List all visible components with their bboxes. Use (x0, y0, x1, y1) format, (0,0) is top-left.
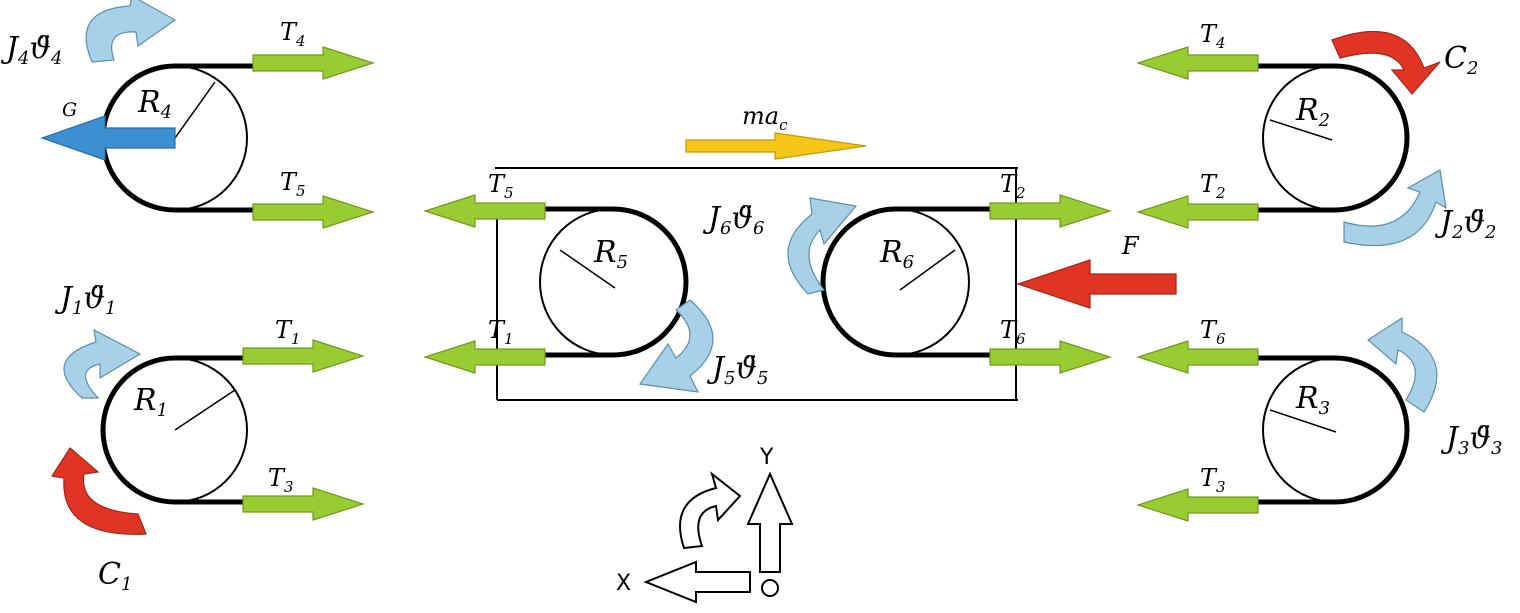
pulley-3 (1255, 355, 1410, 505)
inertia-arc-J3 (1366, 316, 1438, 413)
label-R1: R1 (133, 383, 168, 421)
rotation-arrow (679, 471, 742, 550)
tension-arrow-T3-left (242, 487, 364, 521)
label-F: F (1121, 232, 1140, 260)
inertia-arc-J5 (638, 299, 714, 393)
tension-arrow-T4-right (1137, 46, 1259, 80)
label-T3-left: T3 (268, 464, 294, 496)
label-R6: R6 (879, 235, 914, 273)
label-J2: J2ϑ̈2 (1434, 205, 1496, 243)
label-T3-right: T3 (1200, 464, 1226, 496)
origin-circle (761, 579, 779, 597)
pulley-6 (820, 206, 995, 358)
coordinate-axes (643, 471, 794, 604)
label-J6: J6ϑ̈6 (702, 201, 764, 239)
label-T1-left: T1 (275, 316, 301, 348)
couple-arc-C1 (51, 447, 147, 535)
label-R5: R5 (593, 235, 628, 273)
label-G: G (62, 99, 77, 121)
tension-arrow-T5-center (424, 194, 546, 228)
label-R3: R3 (1295, 381, 1330, 419)
tension-arrow-T1-left (242, 339, 364, 373)
tension-arrow-T3-right (1137, 488, 1259, 522)
label-T6-center: T6 (1000, 316, 1026, 348)
gravity-arrow-G (40, 115, 176, 161)
tension-arrow-T6-center (989, 340, 1111, 374)
inertia-arc-J1 (63, 328, 142, 399)
label-T2-right: T2 (1200, 170, 1226, 202)
label-C2: C2 (1444, 41, 1478, 79)
pulley-1 (100, 355, 248, 505)
label-T2-center: T2 (1000, 170, 1026, 202)
label-T1-center: T1 (488, 316, 514, 348)
label-R4: R4 (137, 85, 172, 123)
inertial-force-arrow (685, 132, 867, 160)
label-T5-left: T5 (280, 168, 306, 200)
inertia-arc-J2 (1343, 169, 1447, 247)
label-ma-c: mac (742, 102, 788, 134)
tension-arrow-T1-center (424, 340, 546, 374)
label-T6-right: T6 (1200, 316, 1226, 348)
tension-arrow-T4-left (252, 46, 374, 80)
inertia-arc-J6 (787, 197, 858, 295)
tension-arrow-T5-left (252, 195, 374, 229)
tension-arrow-T6-right (1137, 340, 1259, 374)
label-J4: J4ϑ̈4 (0, 31, 62, 69)
label-J5: J5ϑ̈5 (706, 351, 768, 389)
label-R2: R2 (1295, 93, 1330, 131)
label-J3: J3ϑ̈3 (1440, 421, 1502, 459)
inertia-arc-J4 (85, 0, 177, 63)
label-T4-right: T4 (1200, 20, 1226, 52)
x-axis-arrow (643, 560, 751, 604)
label-axis-y: Y (759, 445, 774, 470)
couple-arc-C2 (1331, 30, 1441, 95)
label-axis-x: X (616, 571, 631, 596)
label-T4-left: T4 (280, 18, 306, 50)
label-T5-center: T5 (488, 170, 514, 202)
tension-arrow-T2-right (1137, 195, 1259, 229)
y-axis-arrow (746, 471, 794, 573)
pulley-2 (1255, 63, 1410, 213)
label-C1: C1 (98, 557, 132, 595)
pulley-5 (539, 206, 689, 358)
label-J1: J1ϑ̈1 (54, 281, 116, 319)
force-arrow-F (1016, 259, 1177, 309)
tension-arrow-T2-center (989, 194, 1111, 228)
